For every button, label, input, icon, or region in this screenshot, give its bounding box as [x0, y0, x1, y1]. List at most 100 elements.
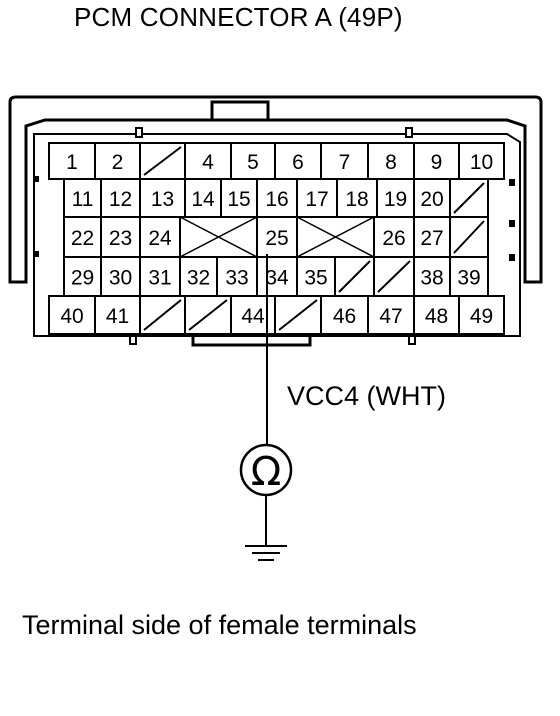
empty-cavity	[449, 216, 489, 258]
terminal-number: 20	[420, 188, 443, 211]
terminal-number: 4	[202, 151, 214, 174]
empty-cavity	[334, 256, 375, 297]
terminal-number: 40	[60, 305, 83, 328]
terminal-cell: 38	[413, 256, 451, 297]
terminal-number: 8	[385, 151, 397, 174]
terminal-number: 26	[382, 227, 405, 250]
wire-label: VCC4 (WHT)	[287, 381, 446, 411]
terminal-cell: 39	[449, 256, 489, 297]
terminal-cell: 8	[367, 142, 415, 180]
terminal-cell: 18	[336, 178, 378, 218]
side-marker	[34, 176, 39, 182]
terminal-number: 49	[470, 305, 493, 328]
connector-face	[33, 133, 521, 337]
terminal-number: 27	[420, 227, 443, 250]
bottom-tab-right	[408, 335, 416, 345]
terminal-cell: 29	[63, 256, 102, 297]
terminal-number: 15	[227, 188, 250, 211]
terminal-number: 19	[384, 188, 407, 211]
terminal-number: 14	[191, 188, 215, 211]
terminal-cell: 19	[376, 178, 415, 218]
top-tab-right	[405, 127, 413, 138]
terminal-number: 1	[66, 151, 78, 174]
terminal-number: 44	[241, 305, 265, 328]
terminal-cell: 31	[139, 256, 181, 297]
terminal-cell: 33	[216, 256, 258, 297]
empty-cavity	[373, 256, 415, 297]
empty-cavity	[184, 295, 232, 335]
bottom-bar	[191, 336, 312, 347]
terminal-cell: 14	[184, 178, 222, 218]
terminal-number: 23	[109, 227, 132, 250]
terminal-number: 17	[305, 188, 328, 211]
side-marker	[509, 179, 515, 186]
terminal-number: 22	[71, 227, 94, 250]
terminal-cell: 6	[274, 142, 322, 180]
terminal-number: 31	[148, 267, 171, 290]
terminal-number: 12	[109, 188, 132, 211]
terminal-number: 2	[112, 151, 124, 174]
terminal-number: 38	[420, 267, 443, 290]
connector-housing	[8, 95, 543, 284]
terminal-cell: 4	[184, 142, 232, 180]
side-marker	[34, 251, 39, 257]
terminal-number: 24	[148, 227, 172, 250]
terminal-number: 13	[151, 188, 174, 211]
terminal-number: 6	[292, 151, 304, 174]
terminal-number: 35	[304, 267, 327, 290]
terminal-cell: 30	[100, 256, 141, 297]
terminal-number: 48	[425, 305, 448, 328]
terminal-cell: 47	[367, 295, 415, 335]
terminal-cell: 17	[296, 178, 338, 218]
terminal-cell: 5	[230, 142, 276, 180]
terminal-number: 18	[345, 188, 368, 211]
terminal-cell: 13	[139, 178, 186, 218]
terminal-cell: 9	[413, 142, 460, 180]
terminal-number: 32	[187, 267, 210, 290]
terminal-cell: 41	[94, 295, 141, 335]
blocked-cavity	[296, 216, 375, 258]
terminal-cell: 16	[256, 178, 298, 218]
terminal-cell: 35	[296, 256, 336, 297]
terminal-number: 9	[431, 151, 443, 174]
connector-latch	[210, 100, 270, 120]
terminal-number: 41	[106, 305, 129, 328]
empty-cavity	[139, 295, 186, 335]
terminal-cell: 40	[48, 295, 96, 335]
terminal-cell: 46	[320, 295, 369, 335]
empty-cavity	[274, 295, 322, 335]
side-marker	[509, 220, 515, 227]
empty-cavity	[449, 178, 489, 218]
blocked-cavity	[179, 216, 258, 258]
terminal-number: 10	[470, 151, 493, 174]
ohmmeter-symbol: Ω	[251, 449, 282, 495]
terminal-cell: 20	[413, 178, 451, 218]
terminal-cell: 15	[220, 178, 258, 218]
terminal-number: 25	[265, 227, 288, 250]
terminal-number: 29	[71, 267, 94, 290]
terminal-number: 30	[109, 267, 132, 290]
terminal-probe-point: 34	[256, 256, 298, 297]
terminal-number: 39	[457, 267, 480, 290]
terminal-cell: 24	[139, 216, 181, 258]
terminal-number: 7	[339, 151, 351, 174]
side-marker	[509, 254, 515, 261]
terminal-cell: 7	[320, 142, 369, 180]
terminal-cell: 11	[63, 178, 102, 218]
page-title: PCM CONNECTOR A (49P)	[74, 2, 403, 32]
terminal-cell: 44	[230, 295, 276, 335]
terminal-number: 46	[333, 305, 356, 328]
terminal-cell: 25	[256, 216, 298, 258]
terminal-number: 11	[72, 188, 94, 211]
terminal-cell: 27	[413, 216, 451, 258]
terminal-number: 33	[225, 267, 248, 290]
empty-cavity	[139, 142, 186, 180]
terminal-cell: 12	[100, 178, 141, 218]
terminal-cell: 10	[458, 142, 505, 180]
terminal-number: 5	[247, 151, 259, 174]
footer-caption: Terminal side of female terminals	[22, 610, 417, 640]
terminal-cell: 49	[458, 295, 505, 335]
bottom-tab-left	[129, 335, 137, 345]
terminal-cell: 22	[63, 216, 102, 258]
